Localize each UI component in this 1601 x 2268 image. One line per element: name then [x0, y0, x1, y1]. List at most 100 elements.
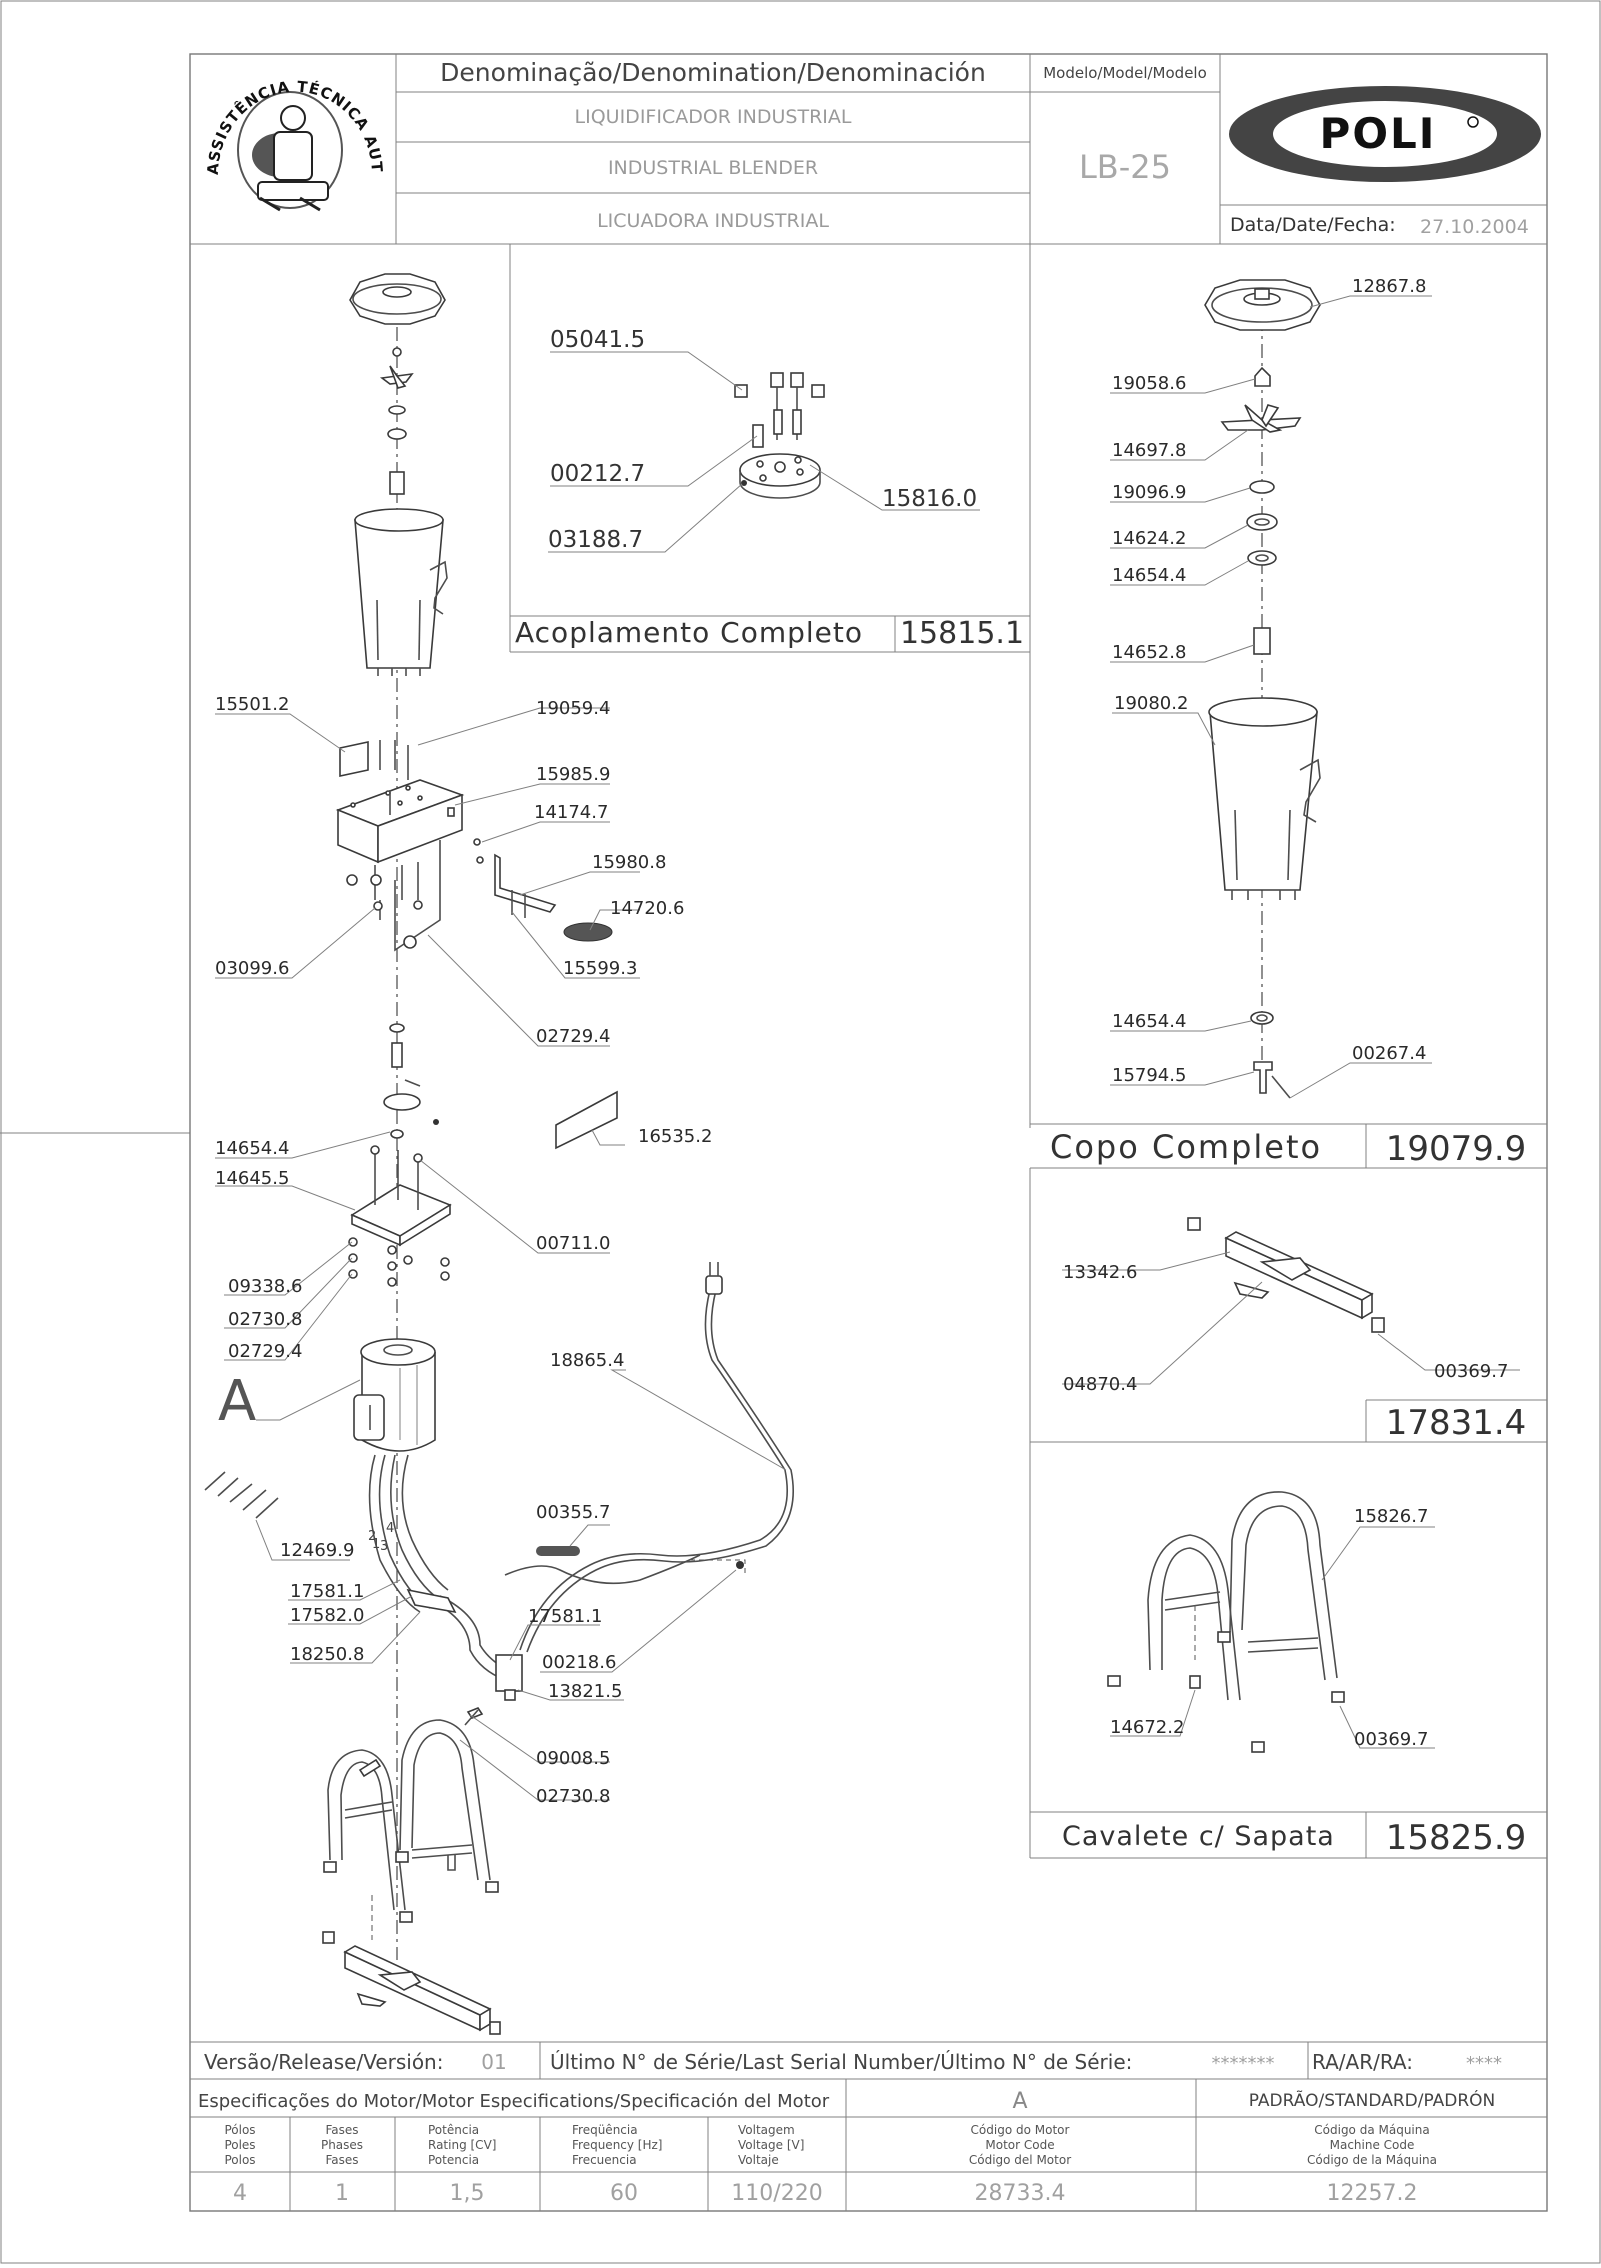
svg-text:Código da Máquina: Código da Máquina: [1314, 2123, 1429, 2137]
svg-text:Motor Code: Motor Code: [985, 2138, 1054, 2152]
version-value: 01: [481, 2050, 506, 2074]
frequency-value: 60: [610, 2181, 638, 2206]
main-label-14: 09338.6: [228, 1276, 302, 1297]
svg-text:Freqüência: Freqüência: [572, 2123, 638, 2137]
seal-text: ASSISTÊNCIA TÉCNICA AUTORIZADA: [0, 0, 386, 175]
cup-label-3: 14697.8: [1112, 440, 1186, 461]
svg-text:Potência: Potência: [428, 2123, 479, 2137]
poli-logo: POLI: [1229, 86, 1541, 182]
bar-label-1: 13342.6: [1063, 1262, 1137, 1283]
svg-text:Código do Motor: Código do Motor: [971, 2123, 1070, 2137]
svg-text:Fases: Fases: [325, 2153, 358, 2167]
main-label-10: 16535.2: [638, 1126, 712, 1147]
motor-letter-a: A: [218, 1369, 256, 1434]
coupling-label-1: 05041.5: [550, 327, 645, 353]
spec-col-frequency: Freqüência Frequency [Hz] Frecuencia 60: [572, 2123, 663, 2206]
svg-text:Poles: Poles: [224, 2138, 255, 2152]
svg-text:Frequency [Hz]: Frequency [Hz]: [572, 2138, 663, 2152]
cup-label-11: 00267.4: [1352, 1043, 1426, 1064]
main-label-19: 00355.7: [536, 1502, 610, 1523]
motor-wire-2: 2: [368, 1529, 376, 1544]
stand-label-1: 15826.7: [1354, 1506, 1428, 1527]
cup-panel: Copo Completo 19079.9: [1030, 276, 1547, 1169]
standard-title: PADRÃO/STANDARD/PADRÓN: [1249, 2089, 1496, 2111]
coupling-screws: [734, 372, 825, 448]
date-value: 27.10.2004: [1420, 216, 1529, 238]
ra-value: ****: [1466, 2053, 1502, 2074]
motor-code-value: 28733.4: [975, 2181, 1066, 2206]
coupling-panel: Acoplamento Completo 15815.1 05041.5: [509, 244, 1030, 653]
motor-wire-1: 1: [372, 1537, 380, 1552]
serial-value: *******: [1212, 2053, 1275, 2074]
main-label-2: 19059.4: [536, 698, 610, 719]
main-label-7: 15599.3: [563, 958, 637, 979]
bar-code: 17831.4: [1386, 1403, 1527, 1443]
svg-text:Frecuencia: Frecuencia: [572, 2153, 637, 2167]
spec-col-voltage: Voltagem Voltage [V] Voltaje 110/220: [731, 2123, 822, 2206]
main-label-21: 17581.1: [290, 1581, 364, 1602]
cup-blade: [1220, 404, 1302, 433]
voltage-value: 110/220: [731, 2181, 822, 2206]
stand-title: Cavalete c/ Sapata: [1062, 1821, 1335, 1852]
spec-col-motor-code: Código do Motor Motor Code Código del Mo…: [969, 2123, 1071, 2206]
main-label-18: 18865.4: [550, 1350, 624, 1371]
stand-frame: [1107, 1491, 1345, 1753]
svg-text:Rating [CV]: Rating [CV]: [428, 2138, 496, 2152]
main-label-12: 14645.5: [215, 1168, 289, 1189]
main-label-23: 17581.1: [528, 1606, 602, 1627]
cup-label-6: 14654.4: [1112, 565, 1186, 586]
svg-text:Voltage [V]: Voltage [V]: [738, 2138, 804, 2152]
main-label-3: 15985.9: [536, 764, 610, 785]
main-label-28: 02730.8: [536, 1786, 610, 1807]
spec-col-machine-code: Código da Máquina Machine Code Código de…: [1307, 2123, 1437, 2206]
main-label-5: 15980.8: [592, 852, 666, 873]
motor-letter: A: [1012, 2089, 1027, 2114]
bar-panel: 17831.4 13342.6 04870.4 00369.7: [1029, 1168, 1547, 1858]
main-label-26: 13821.5: [548, 1681, 622, 1702]
spec-col-rating: Potência Rating [CV] Potencia 1,5: [428, 2123, 496, 2206]
model-code: LB-25: [1079, 148, 1171, 186]
ra-label: RA/AR/RA:: [1312, 2050, 1413, 2074]
denomination-title: Denominação/Denomination/Denominación: [440, 58, 986, 87]
stand-code: 15825.9: [1386, 1818, 1527, 1858]
main-label-20: 12469.9: [280, 1540, 354, 1561]
cup-shaft: [1253, 1061, 1291, 1099]
main-label-15: 02730.8: [228, 1309, 302, 1330]
drawing-frame: [189, 53, 1548, 2212]
authorized-service-seal: ASSISTÊNCIA TÉCNICA AUTORIZADA: [0, 0, 386, 212]
svg-text:Pólos: Pólos: [224, 2123, 255, 2137]
coupling-code: 15815.1: [900, 616, 1024, 651]
svg-text:Código del Motor: Código del Motor: [969, 2153, 1071, 2167]
cup-label-4: 19096.9: [1112, 482, 1186, 503]
name-es: LICUADORA INDUSTRIAL: [597, 210, 829, 232]
svg-text:Fases: Fases: [325, 2123, 358, 2137]
cup-label-10: 15794.5: [1112, 1065, 1186, 1086]
support-bar: [1187, 1217, 1385, 1333]
cup-title: Copo Completo: [1050, 1128, 1322, 1166]
main-label-4: 14174.7: [534, 802, 608, 823]
serial-label: Último N° de Série/Last Serial Number/Úl…: [550, 2050, 1132, 2074]
main-label-25: 18250.8: [290, 1644, 364, 1665]
main-label-22: 17582.0: [290, 1605, 364, 1626]
main-label-11: 14654.4: [215, 1138, 289, 1159]
coupling-label-4: 15816.0: [882, 486, 977, 512]
cup-label-2: 19058.6: [1112, 373, 1186, 394]
motor-spec-title: Especificações do Motor/Motor Especifica…: [198, 2091, 830, 2112]
rating-value: 1,5: [450, 2181, 485, 2206]
coupling-label-2: 00212.7: [550, 461, 645, 487]
svg-text:Potencia: Potencia: [428, 2153, 479, 2167]
stand-label-2: 14672.2: [1110, 1717, 1184, 1738]
cup-label-9: 14654.4: [1112, 1011, 1186, 1032]
motor-wire-3: 3: [380, 1539, 388, 1554]
main-label-1: 15501.2: [215, 694, 289, 715]
stand-panel: Cavalete c/ Sapata 15825.9 15826.7 14672…: [1030, 1491, 1547, 1859]
main-exploded-view: 1 2 3 4 15501.2 19059.4 15985: [204, 273, 794, 2035]
machine-code-value: 12257.2: [1327, 2181, 1418, 2206]
cup-label-7: 14652.8: [1112, 642, 1186, 663]
main-label-27: 09008.5: [536, 1748, 610, 1769]
coupling-title: Acoplamento Completo: [515, 616, 863, 649]
brand-name: POLI: [1320, 109, 1437, 158]
name-pt: LIQUIDIFICADOR INDUSTRIAL: [575, 106, 852, 128]
motor-housing: [335, 740, 465, 952]
